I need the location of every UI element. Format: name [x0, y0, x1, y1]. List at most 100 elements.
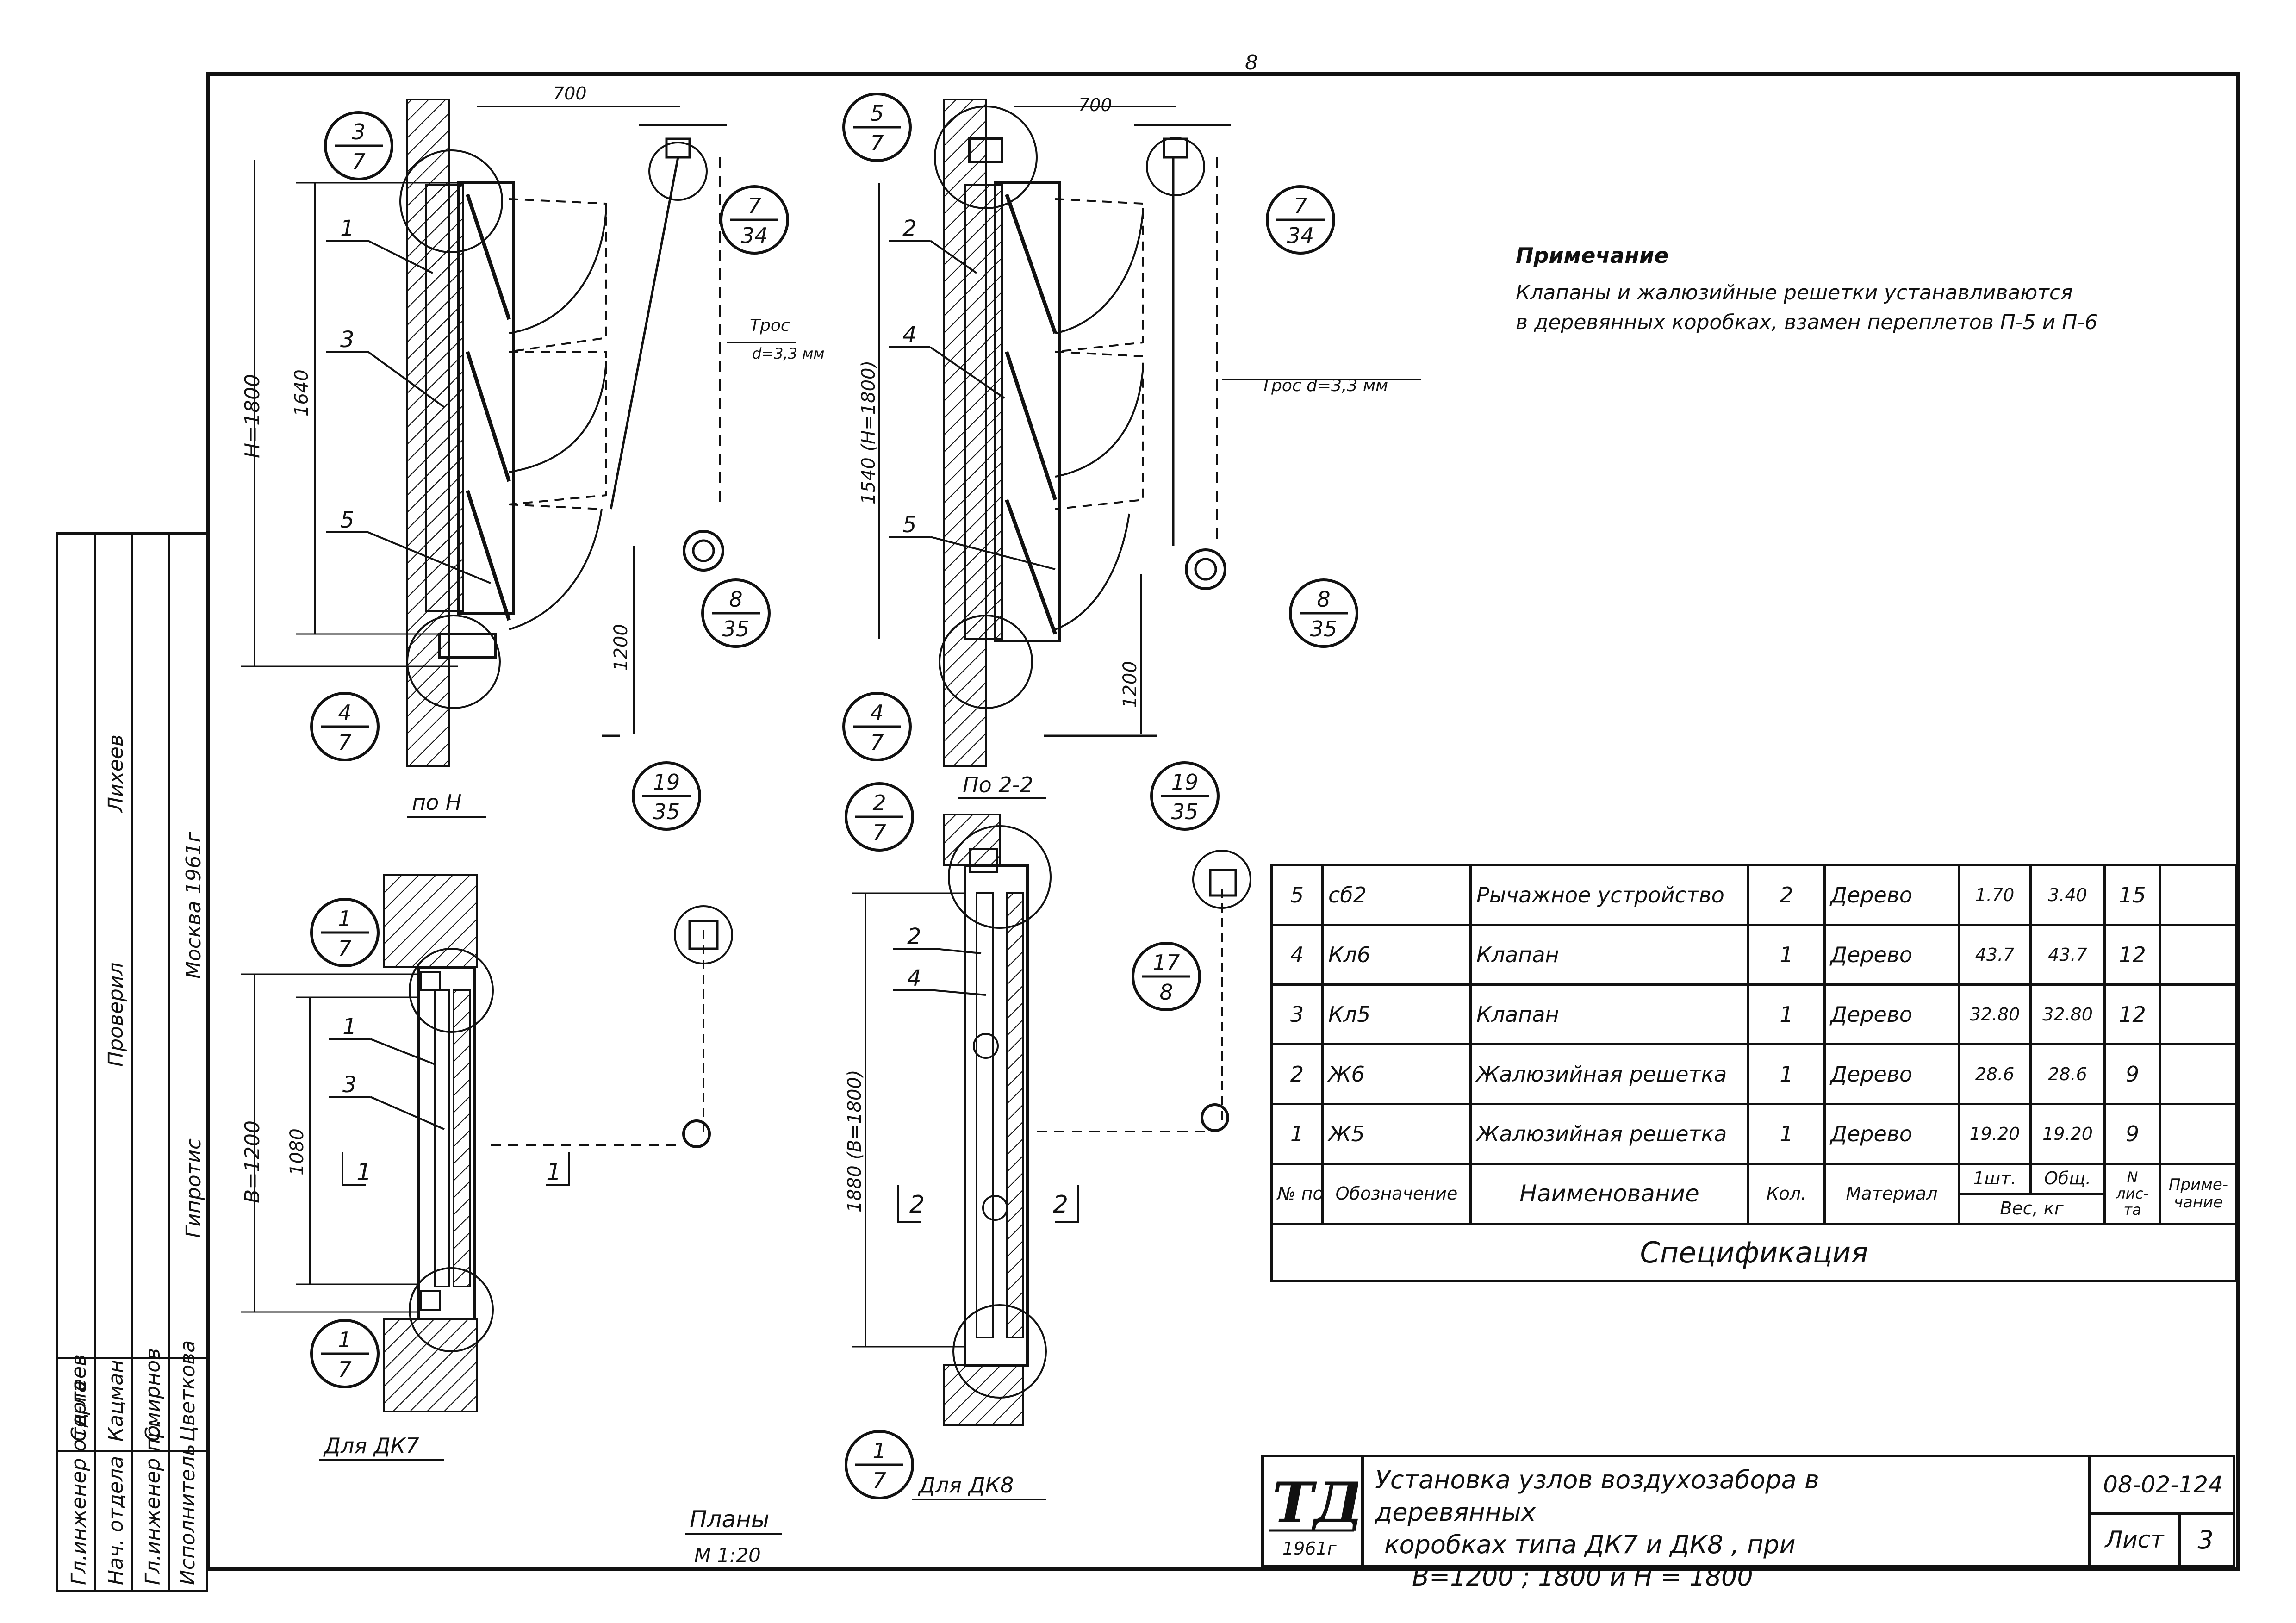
institute-logo: ТД 1961г — [1264, 1457, 1364, 1565]
title-line-2: коробках типа ДК7 и ДК8 , при — [1384, 1530, 1796, 1559]
role-4: Исполнитель — [176, 1443, 199, 1585]
view-section-2: 700 1540 (Н=1800) 1200 Трос d=3,3 мм По … — [858, 95, 1421, 799]
checker-name: Лихеев — [104, 734, 128, 812]
callout-bubble: 17 — [310, 898, 380, 967]
spec-cell-note — [2159, 864, 2238, 926]
callout-bubble: 47 — [842, 692, 912, 761]
spec-cell-qty: 1 — [1747, 983, 1826, 1045]
callout-top: 19 — [1171, 770, 1199, 795]
title-line-1: Установка узлов воздухозабора в деревянн… — [1375, 1465, 1819, 1527]
spec-h-qty: Кол. — [1747, 1163, 1826, 1225]
title-block: ТД 1961г Установка узлов воздухозабора в… — [1261, 1455, 2235, 1592]
dim-p2-inner: 1880 (В=1800) — [844, 1070, 865, 1213]
spec-cell-note — [2159, 924, 2238, 986]
callout-bottom: 7 — [870, 131, 884, 155]
spec-cell-name: Клапан — [1469, 924, 1749, 986]
spec-cell-w-unit: 1.70 — [1958, 864, 2032, 926]
plan-dk8: 1880 (В=1800) 2 2 Для ДК8 Планы М 1:20 — [685, 814, 1251, 1567]
dim-p1-inner: 1080 — [286, 1128, 308, 1175]
name-2: Кацман — [104, 1359, 128, 1442]
spec-cell-sheet: 12 — [2103, 924, 2161, 986]
part-leader: 2 — [889, 216, 977, 274]
name-3: Смирнов — [141, 1348, 165, 1442]
part-number-label: 3 — [340, 327, 355, 353]
callout-bubble: 17 — [310, 1319, 380, 1388]
spec-h-sheet: N лис- та — [2103, 1163, 2161, 1225]
city-year: Москва 1961г — [182, 832, 205, 979]
callout-top: 4 — [338, 700, 351, 725]
callout-bubble: 835 — [1289, 578, 1358, 648]
spec-cell-qty: 1 — [1747, 924, 1826, 986]
spec-cell-sheet: 15 — [2103, 864, 2161, 926]
part-leader: 5 — [326, 507, 491, 584]
part-leader: 2 — [893, 924, 982, 954]
spec-cell-pos: 5 — [1270, 864, 1324, 926]
part-number-label: 3 — [342, 1072, 357, 1098]
checked-label: Проверил — [104, 962, 128, 1067]
callout-bubble: 17 — [845, 1430, 914, 1499]
spec-cell-material: Дерево — [1823, 864, 1960, 926]
plans-title: Планы — [690, 1506, 769, 1533]
spec-h-designation: Обозначение — [1321, 1163, 1472, 1225]
sheet-number: 3 — [2197, 1525, 2214, 1555]
spec-cell-w-total: 43.7 — [2029, 924, 2106, 986]
callout-bottom: 35 — [653, 799, 680, 824]
spec-h-w-unit: 1шт. — [1958, 1163, 2032, 1195]
callout-bubble: 27 — [845, 782, 914, 852]
spec-h-pos: № поз. — [1270, 1163, 1324, 1225]
spec-cell-w-total: 19.20 — [2029, 1103, 2106, 1165]
callout-bottom: 7 — [872, 1468, 886, 1493]
svg-text:ТД: ТД — [1272, 1470, 1358, 1536]
spec-cell-qty: 2 — [1747, 864, 1826, 926]
spec-cell-material: Дерево — [1823, 983, 1960, 1045]
spec-cell-designation: Кл6 — [1321, 924, 1472, 986]
part-number-label: 2 — [902, 216, 917, 242]
dim-v1-rope-drop: 1200 — [610, 624, 632, 671]
callout-top: 2 — [872, 790, 886, 815]
note-line-1: Клапаны и жалюзийные решетки устанавлива… — [1516, 281, 2073, 305]
section-mark-1b: 1 — [546, 1158, 561, 1186]
drawing-title: Установка узлов воздухозабора в деревянн… — [1375, 1464, 1954, 1593]
spec-cell-sheet: 12 — [2103, 983, 2161, 1045]
callout-bottom: 34 — [1287, 223, 1314, 248]
callout-bottom: 7 — [872, 820, 886, 845]
rope-label-1: Трос — [750, 316, 790, 335]
spec-cell-sheet: 9 — [2103, 1043, 2161, 1105]
spec-cell-note — [2159, 1103, 2238, 1165]
view1-title: по Н — [412, 790, 461, 815]
part-number-label: 5 — [340, 507, 355, 533]
part-leader: 3 — [329, 1072, 445, 1130]
spec-cell-note — [2159, 983, 2238, 1045]
part-leader: 5 — [889, 512, 1056, 570]
spec-cell-sheet: 9 — [2103, 1103, 2161, 1165]
spec-cell-designation: Ж6 — [1321, 1043, 1472, 1105]
callout-bottom: 7 — [338, 730, 351, 755]
spec-cell-pos: 4 — [1270, 924, 1324, 986]
spec-cell-w-unit: 19.20 — [1958, 1103, 2032, 1165]
callout-bubble: 37 — [324, 111, 393, 180]
plan-dk7: В=1200 1080 1 1 Для ДК7 — [241, 874, 733, 1461]
spec-cell-qty: 1 — [1747, 1103, 1826, 1165]
callout-bubble: 734 — [1266, 185, 1335, 255]
callout-bottom: 8 — [1159, 980, 1173, 1005]
dim-v2-inner: 1540 (Н=1800) — [858, 361, 879, 504]
spec-cell-w-unit: 43.7 — [1958, 924, 2032, 986]
callout-top: 5 — [870, 101, 884, 126]
callout-top: 7 — [1294, 193, 1307, 218]
spec-cell-name: Клапан — [1469, 983, 1749, 1045]
spec-h-name: Наименование — [1469, 1163, 1749, 1225]
callout-bottom: 34 — [741, 223, 768, 248]
callout-top: 8 — [729, 587, 742, 612]
plan1-title: Для ДК7 — [323, 1433, 419, 1458]
spec-cell-material: Дерево — [1823, 924, 1960, 986]
part-number-label: 1 — [342, 1014, 357, 1040]
dim-v2-offset: 700 — [1078, 95, 1112, 115]
dim-v1-inner: 1640 — [291, 369, 312, 417]
part-number-label: 4 — [902, 322, 917, 348]
